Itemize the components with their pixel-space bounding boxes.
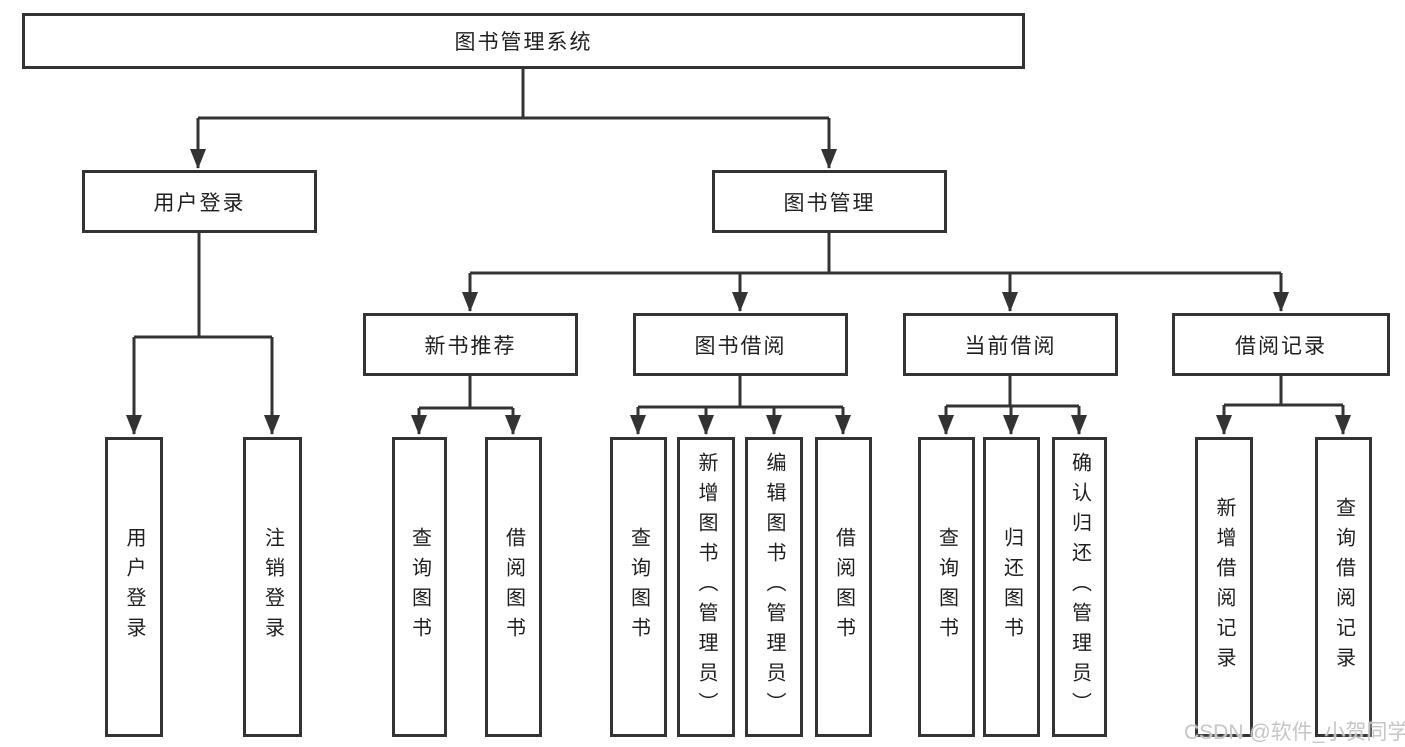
node-current-borrow: 当前借阅: [903, 313, 1118, 376]
leaf-query-books-borrow: 查询图书: [610, 437, 667, 737]
leaf-user-login: 用户登录: [105, 437, 163, 737]
leaf-confirm-return-admin: 确认归还（管理员）: [1052, 437, 1107, 737]
node-book-borrow: 图书借阅: [633, 313, 848, 376]
leaf-add-borrow-record: 新增借阅记录: [1195, 437, 1253, 737]
leaf-logout: 注销登录: [243, 437, 302, 737]
node-root-system: 图书管理系统: [22, 13, 1025, 69]
node-user-login: 用户登录: [82, 170, 317, 233]
leaf-edit-book-admin: 编辑图书（管理员）: [745, 437, 803, 737]
leaf-borrow-books-recommend: 借阅图书: [485, 437, 542, 737]
node-borrow-records: 借阅记录: [1172, 313, 1390, 376]
leaf-query-borrow-record: 查询借阅记录: [1315, 437, 1372, 737]
leaf-borrow-books: 借阅图书: [815, 437, 872, 737]
node-new-book-recommend: 新书推荐: [363, 313, 578, 376]
node-book-management: 图书管理: [712, 170, 947, 233]
leaf-add-book-admin: 新增图书（管理员）: [677, 437, 735, 737]
leaf-query-books-recommend: 查询图书: [392, 437, 447, 737]
watermark: CSDN @软件_小贺同学: [1184, 721, 1405, 744]
leaf-return-books: 归还图书: [983, 437, 1040, 737]
leaf-query-books-current: 查询图书: [918, 437, 975, 737]
